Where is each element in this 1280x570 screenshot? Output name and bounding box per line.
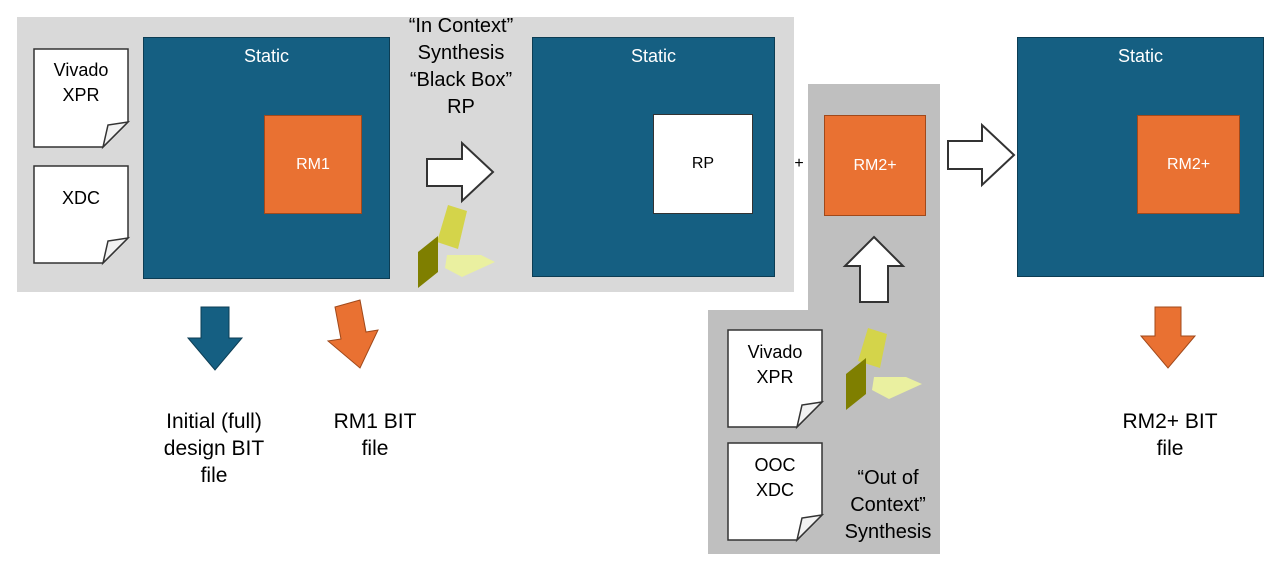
vivado-logo-icon xyxy=(846,328,922,410)
rp-label: RP xyxy=(691,155,715,172)
arrow-right-icon xyxy=(947,122,1016,188)
in-context-label: “In Context” Synthesis “Black Box” RP xyxy=(408,15,514,118)
document-icon xyxy=(33,165,131,266)
initial-bit-label: Initial (full) design BIT file xyxy=(163,410,265,487)
document-icon xyxy=(727,442,825,543)
left-xpr-label: Vivado XPR xyxy=(53,60,109,105)
arrow-down-icon xyxy=(326,299,379,369)
arrow-down-icon xyxy=(186,306,244,371)
static-block-left: Static RM1 xyxy=(143,37,390,279)
static-block-middle: Static RP xyxy=(532,37,775,277)
rm2-bit-label: RM2+ BIT file xyxy=(1122,410,1218,460)
static-title: Static xyxy=(1117,46,1164,66)
static-title: Static xyxy=(243,46,290,66)
ooc-xdc-label: OOC XDC xyxy=(754,455,796,500)
rm2-label: RM2+ xyxy=(853,156,897,174)
rm1-block: RM1 xyxy=(264,115,362,214)
document-icon xyxy=(33,48,131,150)
rm1-bit-label: RM1 BIT file xyxy=(333,410,417,460)
out-of-context-label: “Out of Context” Synthesis xyxy=(844,467,932,543)
static-block-right: Static RM2+ xyxy=(1017,37,1264,277)
rm2-inner-block: RM2+ xyxy=(1137,115,1240,214)
rm1-label: RM1 xyxy=(296,155,330,173)
rm2-block: RM2+ xyxy=(824,115,926,216)
rp-block: RP xyxy=(653,114,753,214)
arrow-right-icon xyxy=(426,140,495,204)
plus-sign: + xyxy=(794,155,804,172)
document-icon xyxy=(727,329,825,430)
arrow-down-icon xyxy=(1139,306,1197,369)
left-xdc-label: XDC xyxy=(61,188,100,208)
vivado-logo-icon xyxy=(418,205,495,288)
static-title: Static xyxy=(630,46,677,66)
rm2-inner-label: RM2+ xyxy=(1166,155,1211,173)
ooc-xpr-label: Vivado XPR xyxy=(747,342,803,387)
arrow-up-icon xyxy=(842,235,906,303)
